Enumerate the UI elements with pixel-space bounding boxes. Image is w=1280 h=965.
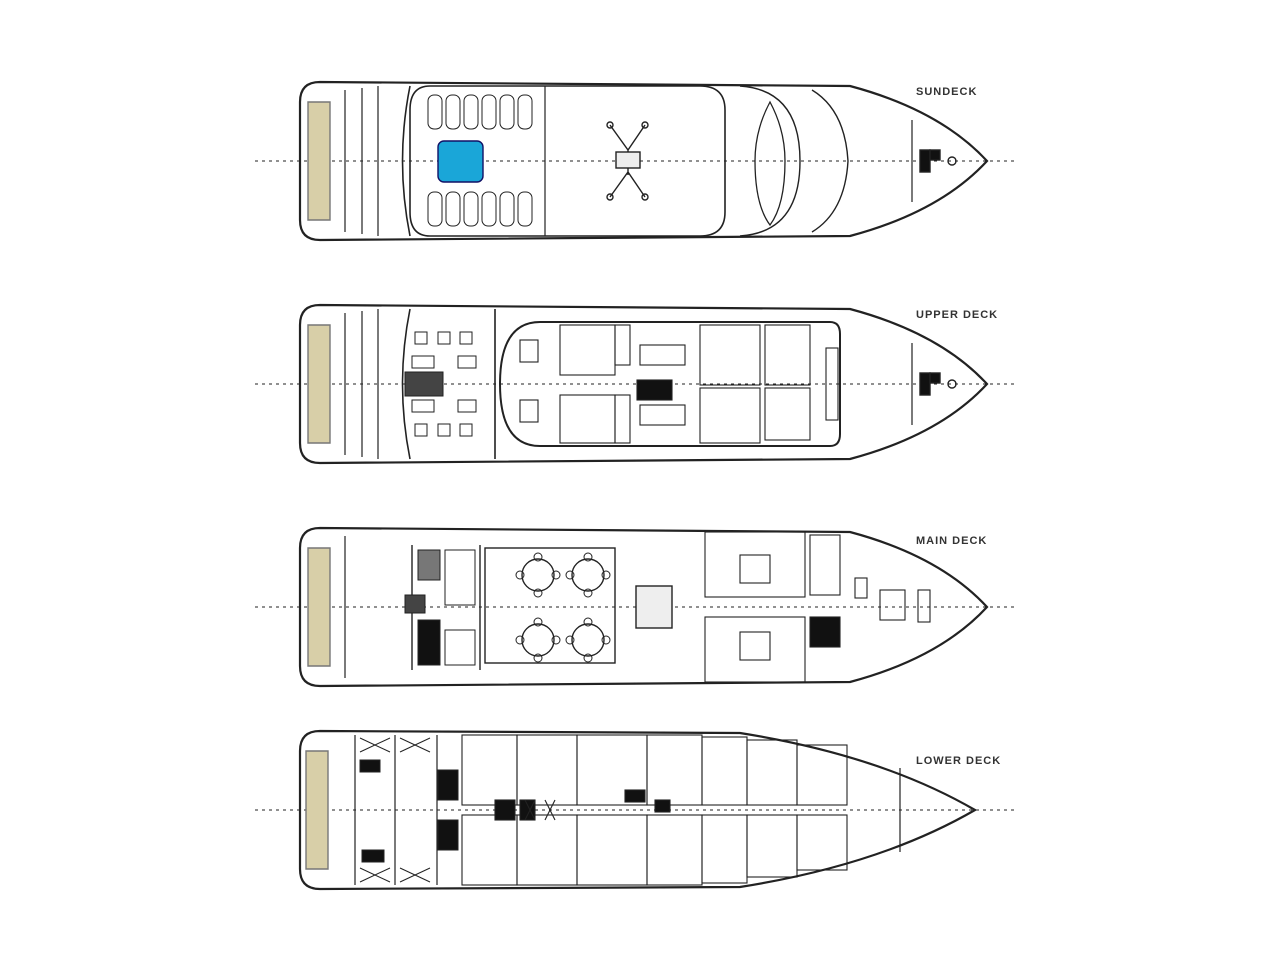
main-stair [635,585,673,629]
deck-label-lower-deck: LOWER DECK [916,755,1002,767]
lower-deck-plan [255,729,1015,891]
sky-lounge [498,321,841,447]
anchor-windlass [919,372,957,396]
dining-saloon [484,547,616,664]
hull-outline [298,80,989,242]
hull-outline [298,526,989,688]
lower-deck-cabins [461,734,848,886]
sun-loungers-bottom [427,191,533,227]
tender-boat [754,100,786,227]
galley [404,549,476,666]
main-deck-cabins [704,531,931,683]
jacuzzi [437,140,484,183]
aft-steps [344,86,379,236]
swim-platform-teak [307,101,331,221]
upper-deck-rooms [519,324,839,444]
main-deck-plan [255,526,1015,688]
anchor-windlass [919,149,957,173]
dining-chairs [515,552,611,663]
sun-loungers-top [427,94,533,130]
aft-lounge-seating [404,331,477,437]
swim-platform-teak [307,324,331,444]
sun-deck-plan [255,80,1015,242]
dining-tables [521,558,605,657]
deck-label-upper-deck: UPPER DECK [916,309,999,321]
engine-room [359,737,459,883]
deck-label-sun-deck: SUNDECK [916,86,978,98]
radar-mast [606,121,649,201]
aft-arch [401,85,411,237]
hull-outline [298,303,989,465]
upper-deck-plan [255,303,1015,465]
deck-label-main-deck: MAIN DECK [916,535,988,547]
hull-outline [298,729,978,891]
sundeck-area [409,85,726,237]
swim-platform-teak [305,750,329,870]
swim-platform-teak [307,547,331,667]
